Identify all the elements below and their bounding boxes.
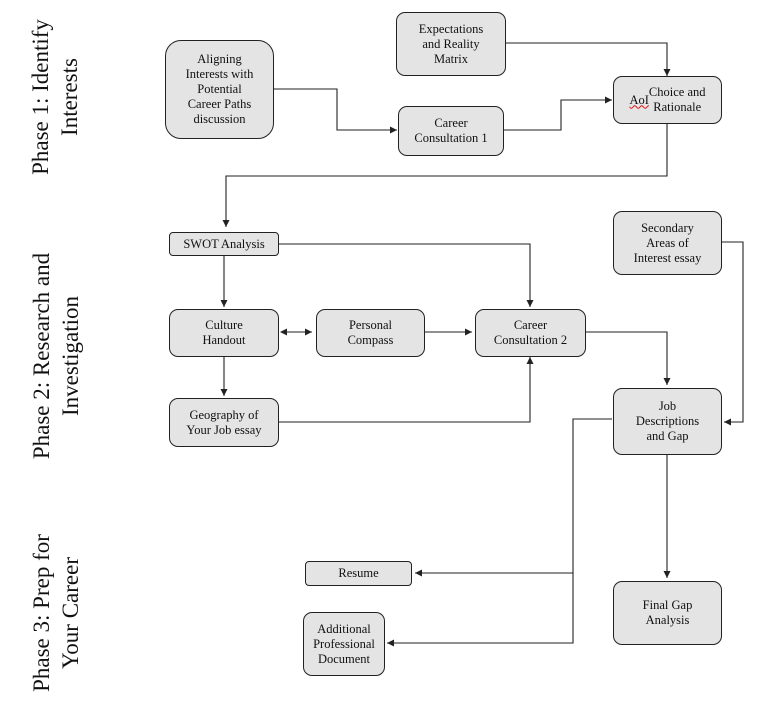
swot-analysis-box: SWOT Analysis	[169, 232, 279, 256]
phase-1-label: Phase 1: Identify Interests	[28, 19, 82, 175]
culture-handout-box: Culture Handout	[169, 309, 279, 357]
geography-essay-box: Geography of Your Job essay	[169, 398, 279, 447]
phase-3-label: Phase 3: Prep for Your Career	[29, 534, 83, 692]
career-consultation-2-box: Career Consultation 2	[475, 309, 586, 357]
career-consultation-1-box: Career Consultation 1	[398, 106, 504, 156]
aoi-acronym: AoI	[629, 92, 649, 107]
expectations-reality-matrix-box: Expectations and Reality Matrix	[396, 12, 506, 76]
aligning-interests-box: Aligning Interests with Potential Career…	[165, 40, 274, 139]
secondary-areas-box: Secondary Areas of Interest essay	[613, 211, 722, 275]
arrow-consult1-to-aoi	[504, 96, 612, 131]
aoi-choice-box: AoI Choice and Rationale	[613, 76, 722, 124]
arrow-swot-to-consult2	[279, 243, 534, 307]
arrow-aoi-to-swot	[222, 124, 668, 227]
aoi-choice-label: Choice and Rationale	[648, 85, 706, 114]
final-gap-analysis-box: Final Gap Analysis	[613, 581, 722, 645]
arrow-expectations-to-aoi	[506, 42, 671, 76]
additional-document-box: Additional Professional Document	[303, 612, 385, 676]
arrow-jobdesc-to-resume	[415, 418, 612, 577]
job-descriptions-box: Job Descriptions and Gap	[613, 388, 722, 455]
arrow-jobdesc-to-additional	[387, 573, 574, 647]
arrow-aligning-to-consult1	[274, 88, 397, 134]
arrow-secondary-to-jobdesc	[722, 241, 744, 426]
arrow-consult2-to-jobdesc	[586, 331, 671, 385]
resume-box: Resume	[305, 561, 412, 586]
personal-compass-box: Personal Compass	[316, 309, 425, 357]
phase-2-label: Phase 2: Research and Investigation	[29, 252, 83, 460]
arrow-geography-to-consult2	[279, 357, 534, 423]
